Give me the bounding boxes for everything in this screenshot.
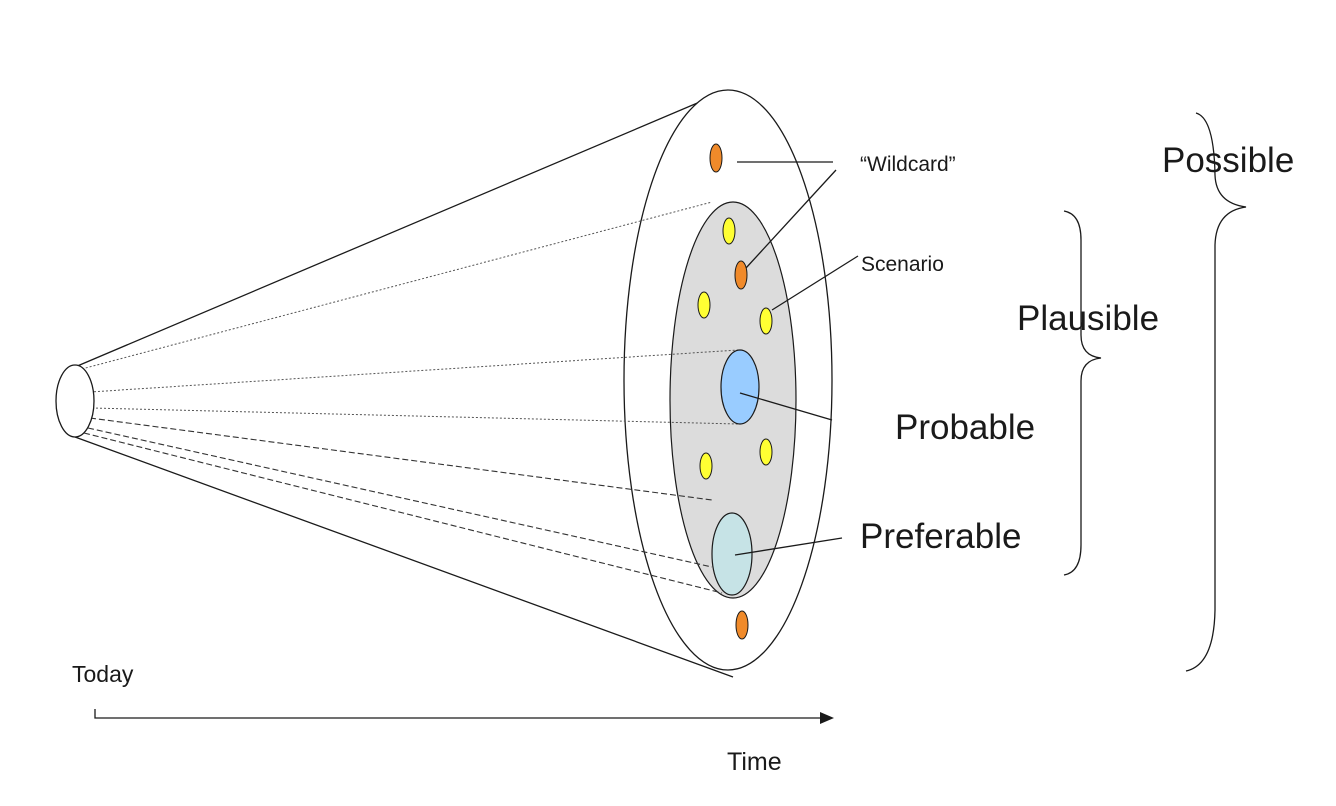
- cone-lower-edge: [74, 436, 734, 678]
- wildcard-dot: [709, 143, 723, 173]
- label-preferable: Preferable: [860, 517, 1021, 556]
- scenario-dot: [722, 217, 736, 245]
- preferable-cone-lines: [83, 417, 723, 594]
- time-axis-arrowhead: [820, 712, 834, 724]
- probable-ellipse: [720, 349, 760, 425]
- scenario-dots: [697, 217, 773, 480]
- scenario-dot: [697, 291, 711, 319]
- scenario-dot: [699, 452, 713, 480]
- scenario-dot: [759, 307, 773, 335]
- label-probable: Probable: [895, 408, 1035, 447]
- label-time: Time: [727, 748, 782, 776]
- possible-brace: [1185, 112, 1247, 672]
- wildcard-dot: [735, 610, 749, 640]
- plausible-brace: [1063, 210, 1102, 576]
- label-plausible: Plausible: [1017, 299, 1159, 338]
- callout-lines: [734, 161, 859, 556]
- label-today: Today: [72, 661, 134, 687]
- label-possible: Possible: [1162, 141, 1294, 180]
- label-scenario: Scenario: [861, 253, 944, 276]
- time-axis: [94, 709, 822, 719]
- scenario-dot: [759, 438, 773, 466]
- today-ellipse: [55, 364, 95, 438]
- wildcard-dots: [709, 143, 749, 640]
- wildcard-dot: [734, 260, 748, 290]
- plausible-cone-lines: [77, 201, 739, 425]
- cone-upper-edge: [74, 89, 729, 368]
- preferable-ellipse: [711, 512, 753, 596]
- label-wildcard: “Wildcard”: [860, 153, 956, 176]
